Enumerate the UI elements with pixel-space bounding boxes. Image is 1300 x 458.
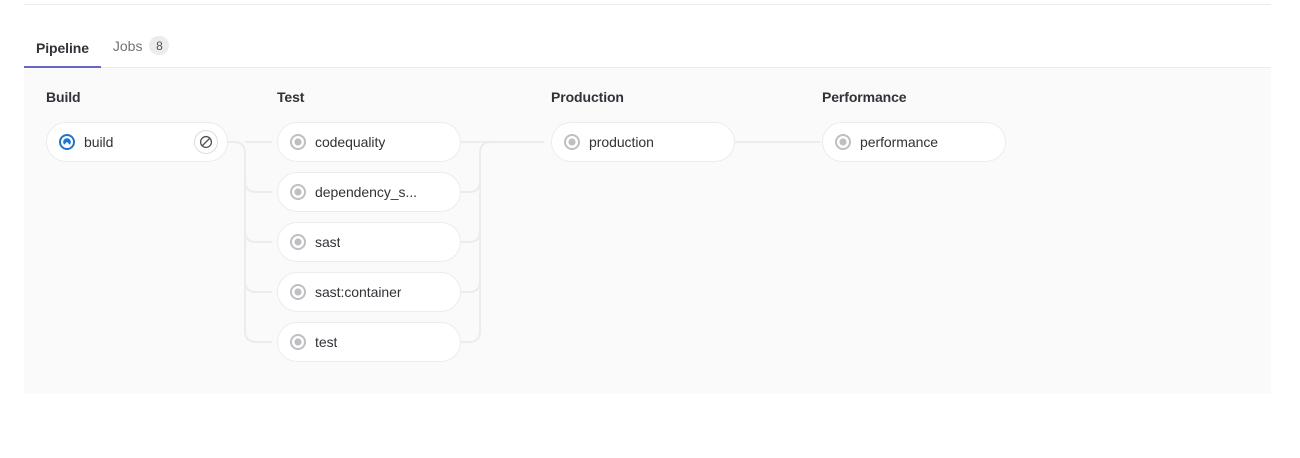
status-created-icon (290, 134, 306, 150)
cancel-icon (199, 135, 213, 149)
connector-build-to-test (222, 141, 272, 343)
cancel-job-button[interactable] (194, 130, 218, 154)
job-name-sast-container: sast:container (315, 284, 402, 300)
stage-jobs-build: build (46, 122, 228, 162)
connector-test-to-production (456, 141, 544, 343)
tab-pipeline[interactable]: Pipeline (24, 41, 101, 68)
tab-list: Pipeline Jobs 8 (24, 22, 181, 68)
pipeline-connectors (222, 141, 820, 343)
job-node-sast-container[interactable]: sast:container (277, 272, 461, 312)
tab-jobs-label: Jobs (112, 37, 143, 54)
stage-title-performance: Performance (822, 89, 907, 105)
status-created-icon (290, 284, 306, 300)
job-node-build[interactable]: build (46, 122, 228, 162)
connector-build-to-test (244, 153, 272, 193)
stage-jobs-test: codequality dependency_s... sast (277, 122, 461, 362)
job-name-performance: performance (860, 134, 939, 150)
job-name-sast: sast (315, 234, 341, 250)
status-created-icon (290, 234, 306, 250)
job-name-codequality: codequality (315, 134, 386, 150)
stage-jobs-performance: performance (822, 122, 1006, 162)
tab-jobs[interactable]: Jobs 8 (101, 36, 182, 68)
job-node-sast[interactable]: sast (277, 222, 461, 262)
status-running-icon (59, 134, 75, 150)
top-divider (24, 4, 1271, 5)
job-node-codequality[interactable]: codequality (277, 122, 461, 162)
tab-pipeline-label: Pipeline (36, 40, 89, 56)
status-created-icon (290, 334, 306, 350)
job-node-test[interactable]: test (277, 322, 461, 362)
status-created-icon (835, 134, 851, 150)
pipeline-graph-panel: Build build Test (24, 68, 1271, 394)
tab-bar-underline (24, 67, 1271, 68)
job-name-build: build (84, 134, 114, 150)
job-node-dependency-scanning[interactable]: dependency_s... (277, 172, 461, 212)
job-name-test: test (315, 334, 338, 350)
stage-jobs-production: production (551, 122, 735, 162)
connector-build-to-test (244, 153, 272, 243)
connector-build-to-test (244, 153, 272, 293)
tab-bar: Pipeline Jobs 8 (24, 22, 1271, 68)
stage-title-build: Build (46, 89, 81, 105)
stage-title-test: Test (277, 89, 305, 105)
job-name-production: production (589, 134, 654, 150)
job-node-production[interactable]: production (551, 122, 735, 162)
status-created-icon (290, 184, 306, 200)
tab-jobs-count-badge: 8 (149, 36, 170, 55)
stage-title-production: Production (551, 89, 624, 105)
job-node-performance[interactable]: performance (822, 122, 1006, 162)
status-created-icon (564, 134, 580, 150)
job-name-dependency-scanning: dependency_s... (315, 184, 417, 200)
